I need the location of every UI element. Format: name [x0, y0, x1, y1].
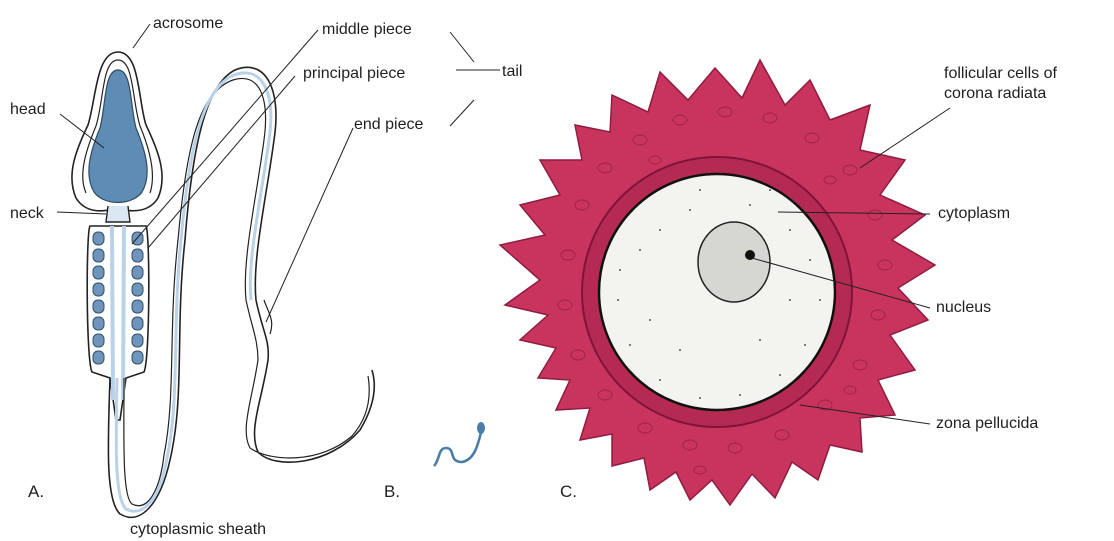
label-tail: tail: [502, 63, 522, 80]
label-head: head: [10, 101, 46, 118]
label-cytoplasmic-sheath: cytoplasmic sheath: [130, 521, 266, 538]
label-neck: neck: [10, 205, 45, 222]
end-piece: [250, 300, 369, 458]
oocyte-diagram: follicular cells of corona radiata cytop…: [500, 60, 1057, 505]
label-nucleus: nucleus: [936, 299, 991, 316]
label-end-piece: end piece: [354, 116, 423, 133]
label-cytoplasm: cytoplasm: [938, 205, 1010, 222]
sperm-diagram: acrosome head neck middle piece principa…: [10, 15, 522, 538]
sperm-head: [89, 70, 147, 203]
label-middle-piece: middle piece: [322, 21, 412, 38]
sperm-scale-miniature: B.: [384, 422, 485, 501]
label-follicular-cells-line-1: follicular cells of: [944, 65, 1057, 82]
label-acrosome: acrosome: [153, 15, 223, 32]
panel-label-a: A.: [28, 482, 44, 501]
nucleus: [698, 222, 770, 302]
label-principal-piece: principal piece: [303, 65, 405, 82]
label-zona-pellucida: zona pellucida: [936, 415, 1038, 432]
panel-label-b: B.: [384, 482, 400, 501]
label-follicular-cells-line-2: corona radiata: [944, 85, 1046, 102]
panel-label-c: C.: [560, 482, 577, 501]
sperm-neck: [106, 206, 130, 222]
